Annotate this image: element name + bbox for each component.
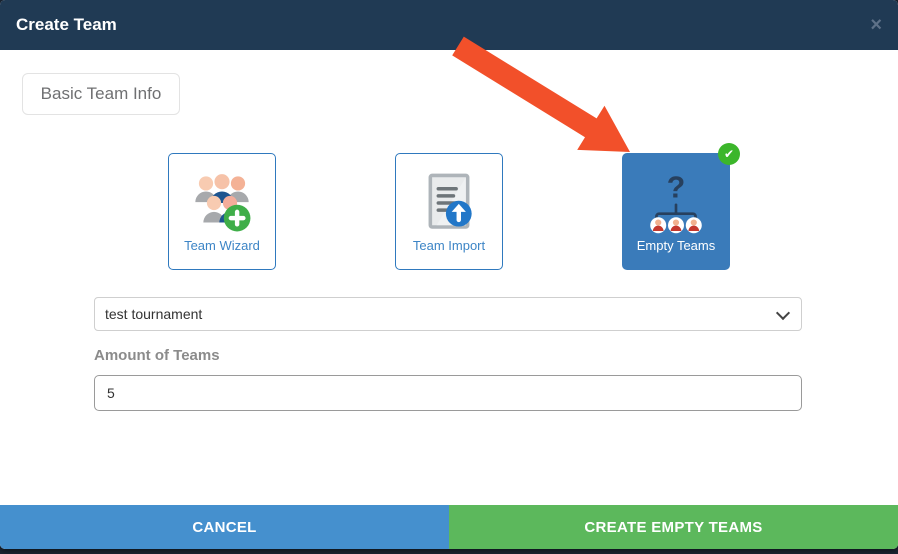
team-creation-options: Team Wizard Team Imp: [0, 143, 898, 270]
create-empty-teams-button[interactable]: CREATE EMPTY TEAMS: [449, 505, 898, 549]
team-import-icon: [417, 171, 481, 235]
amount-of-teams-input[interactable]: [94, 375, 802, 411]
tab-label: Basic Team Info: [40, 84, 162, 103]
selected-check-icon: ✔: [718, 143, 740, 165]
team-wizard-icon: [190, 171, 254, 235]
tab-basic-team-info[interactable]: Basic Team Info: [22, 73, 180, 115]
team-wizard-card[interactable]: Team Wizard: [168, 153, 276, 270]
svg-text:?: ?: [667, 171, 685, 204]
team-import-card[interactable]: Team Import: [395, 153, 503, 270]
amount-of-teams-label: Amount of Teams: [94, 347, 220, 364]
form-area: test tournament Amount of Teams: [94, 297, 802, 411]
team-import-label: Team Import: [412, 237, 486, 253]
tournament-select-wrap: test tournament: [94, 297, 802, 331]
tournament-select[interactable]: test tournament: [94, 297, 802, 331]
cancel-button[interactable]: CANCEL: [0, 505, 449, 549]
modal-title: Create Team: [16, 15, 117, 34]
close-icon[interactable]: ×: [870, 14, 882, 36]
empty-teams-card[interactable]: ✔ ?: [622, 143, 740, 270]
team-wizard-label: Team Wizard: [184, 237, 260, 253]
modal-footer: CANCEL CREATE EMPTY TEAMS: [0, 505, 898, 549]
empty-teams-label: Empty Teams: [636, 237, 716, 253]
modal-header: Create Team ×: [0, 0, 898, 50]
empty-teams-icon: ?: [644, 171, 708, 235]
modal-body: Basic Team Info: [0, 50, 898, 505]
